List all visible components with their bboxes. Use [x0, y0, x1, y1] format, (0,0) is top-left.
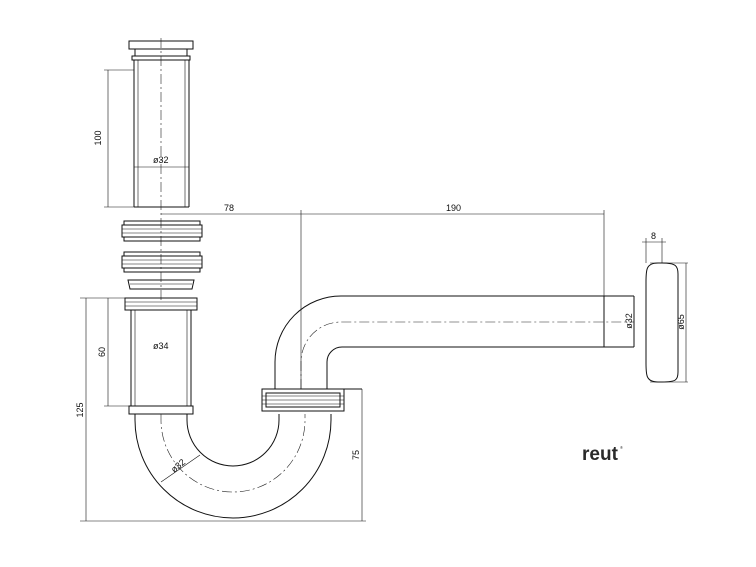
label-tube-diameter: ø32: [153, 155, 169, 165]
drain-tube: [133, 38, 190, 300]
brand-registered-mark: ®: [620, 445, 623, 450]
dimension-horizontal: [161, 210, 605, 389]
wall-flange: [642, 238, 688, 383]
outlet-bend: [274, 295, 635, 389]
dimension-seal-depth: [240, 389, 366, 522]
washer: [127, 279, 195, 290]
label-flange-thickness: 8: [651, 231, 656, 241]
label-trap-diameter: ø32: [169, 457, 187, 475]
upper-nut: [121, 220, 203, 242]
dimension-nut-height: [104, 297, 131, 407]
label-offset-horizontal: 78: [224, 203, 234, 213]
u-trap-bend: [134, 414, 332, 519]
dimension-trap-diameter-line: [160, 454, 201, 483]
label-outlet-length: 190: [446, 203, 461, 213]
brand-logo: reut: [582, 444, 619, 465]
lower-nut: [121, 251, 203, 273]
label-nut-height: 60: [97, 347, 107, 357]
connector-body: [124, 297, 198, 415]
label-nut-diameter: ø34: [153, 341, 169, 351]
label-outlet-diameter: ø32: [624, 313, 634, 329]
label-flange-diameter: ø65: [676, 314, 686, 330]
label-seal-depth: 75: [351, 450, 361, 460]
label-tube-length: 100: [93, 130, 103, 145]
trap-nut: [261, 388, 362, 412]
dimension-tube-length: [104, 69, 134, 208]
dimension-total-height: [80, 297, 240, 522]
label-total-height: 125: [75, 402, 85, 417]
